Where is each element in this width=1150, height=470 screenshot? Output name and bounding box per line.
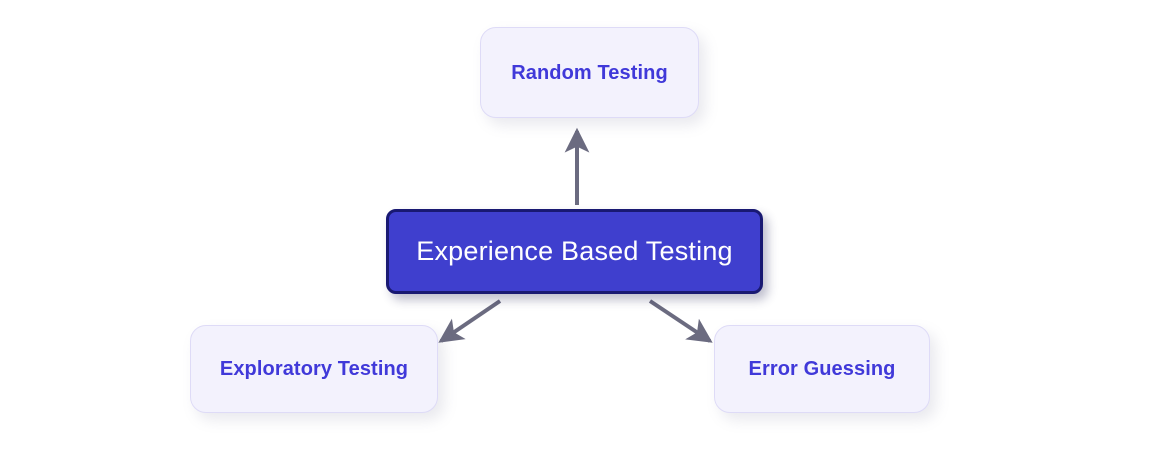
node-experience-based-testing-label: Experience Based Testing: [416, 236, 733, 267]
node-experience-based-testing[interactable]: Experience Based Testing: [386, 209, 763, 294]
node-exploratory-testing[interactable]: Exploratory Testing: [190, 325, 438, 413]
node-random-testing[interactable]: Random Testing: [480, 27, 699, 118]
edge-root-to-error-guessing: [648, 299, 713, 343]
edge-root-to-exploratory-testing: [438, 299, 502, 343]
node-exploratory-testing-label: Exploratory Testing: [219, 358, 409, 380]
node-error-guessing[interactable]: Error Guessing: [714, 325, 930, 413]
node-error-guessing-label: Error Guessing: [748, 358, 896, 380]
node-random-testing-label: Random Testing: [511, 61, 668, 84]
